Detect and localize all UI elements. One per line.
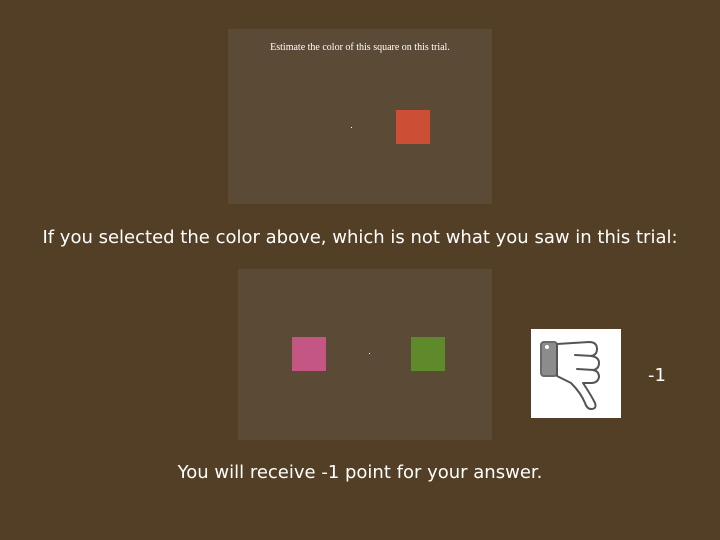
thumbs-down-icon: [540, 341, 600, 410]
left-color-square: [292, 337, 326, 371]
top-stimulus-panel: Estimate the color of this square on thi…: [228, 29, 492, 204]
fixation-dot: [369, 353, 370, 354]
fixation-dot: [351, 127, 352, 128]
feedback-card: [531, 329, 621, 418]
score-value: -1: [648, 365, 666, 386]
points-caption: You will receive -1 point for your answe…: [177, 462, 543, 483]
selection-caption: If you selected the color above, which i…: [42, 227, 678, 248]
target-color-square: [396, 110, 430, 144]
bottom-stimulus-panel: [238, 269, 492, 440]
right-color-square: [411, 337, 445, 371]
instruction-text: Estimate the color of this square on thi…: [270, 42, 450, 53]
